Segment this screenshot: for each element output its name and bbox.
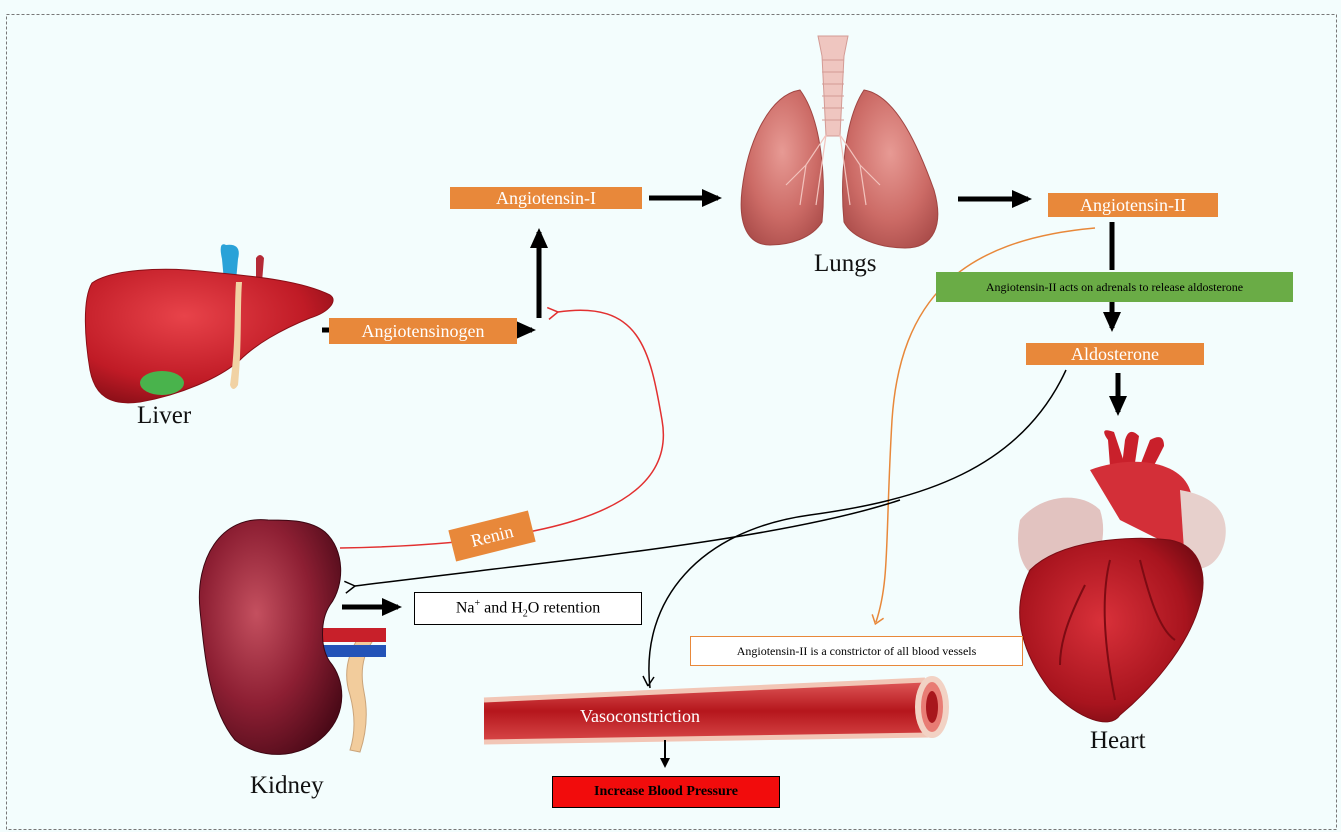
lungs-label: Lungs [814, 250, 877, 278]
angiotensin-ii-label: Angiotensin-II [1080, 195, 1186, 216]
angiotensin-i-label: Angiotensin-I [496, 188, 596, 209]
vasoconstriction-label: Vasoconstriction [580, 704, 740, 728]
angiotensin-i-box: Angiotensin-I [450, 187, 642, 209]
retention-text: Na+ and H2O retention [456, 598, 600, 620]
angiotensinogen-label: Angiotensinogen [362, 321, 485, 342]
adrenals-note-text: Angiotensin-II acts on adrenals to relea… [986, 280, 1243, 295]
increase-bp-box: Increase Blood Pressure [552, 776, 780, 808]
aldosterone-box: Aldosterone [1026, 343, 1204, 365]
adrenals-note: Angiotensin-II acts on adrenals to relea… [936, 272, 1293, 302]
heart-label: Heart [1090, 727, 1146, 755]
angiotensinogen-box: Angiotensinogen [329, 318, 517, 344]
constrictor-note-text: Angiotensin-II is a constrictor of all b… [737, 644, 977, 659]
liver-label: Liver [137, 402, 191, 430]
constrictor-note: Angiotensin-II is a constrictor of all b… [690, 636, 1023, 666]
retention-note: Na+ and H2O retention [414, 592, 642, 625]
increase-bp-text: Increase Blood Pressure [594, 784, 738, 800]
aldosterone-label: Aldosterone [1071, 344, 1159, 365]
angiotensin-ii-box: Angiotensin-II [1048, 193, 1218, 217]
kidney-label: Kidney [250, 772, 324, 800]
renin-label: Renin [469, 521, 516, 552]
